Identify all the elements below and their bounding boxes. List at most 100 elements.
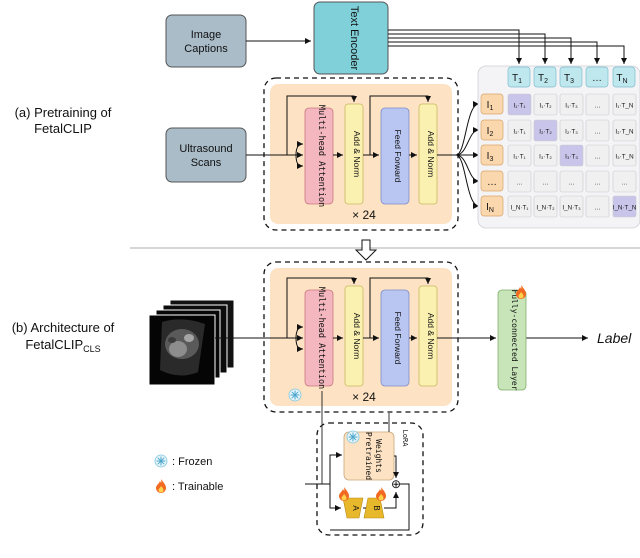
image-token-ellipsis: … (480, 170, 504, 192)
image-token-1: I1 (480, 93, 504, 115)
matrix-cell-label: I₂·T_N (615, 129, 634, 136)
matrix-cell-label: I₁·T₁ (514, 103, 526, 110)
matrix-cell-label: … (594, 103, 600, 110)
fc-layer-box: Fully-connected Layer (497, 285, 527, 391)
matrix-cell (533, 119, 558, 142)
matrix-cell (559, 93, 584, 116)
matrix-cell (507, 170, 532, 193)
matrix-cell (585, 195, 610, 218)
matrix-cell-label: … (594, 154, 600, 161)
ff-label-b: Feed Forward (393, 312, 403, 365)
pretrained-weights-line1: Pretrained (364, 432, 373, 480)
legend-trainable: : Trainable (172, 481, 223, 493)
mha-label-b: Multi-head Attention (316, 287, 326, 389)
matrix-cell-label: … (621, 180, 627, 187)
matrix-cell-label: I₃·T₃ (565, 154, 578, 161)
image-tokens-column: I1 I2 I3 … IN (480, 93, 504, 217)
text-token-2: T2 (533, 66, 557, 88)
matrix-cell-label: I_N·T_N (613, 205, 637, 212)
repeat-label-a: × 24 (352, 208, 376, 222)
image-encoder-a: Multi-head Attention Add & Norm Feed For… (263, 77, 459, 231)
matrix-cell (533, 93, 558, 116)
svg-text:I1: I1 (487, 100, 494, 112)
matrix-cell (533, 170, 558, 193)
add-norm-label-a1: Add & Norm (352, 131, 362, 177)
section-a-label-line1: (a) Pretraining of (15, 105, 112, 120)
svg-text:T2: T2 (538, 73, 548, 85)
matrix-cell (612, 93, 637, 116)
text-token-3: T3 (559, 66, 583, 88)
matrix-cell (533, 195, 558, 218)
ultrasound-line2: Scans (191, 157, 222, 169)
image-token-n: IN (480, 195, 504, 217)
matrix-cell-label: I₂·T₂ (539, 129, 552, 136)
matrix-cell-label: I₃·T₁ (513, 154, 525, 161)
transfer-arrow (354, 239, 378, 261)
text-encoder-label: Text Encoder (348, 6, 360, 71)
matrix-cell (559, 170, 584, 193)
ff-label-a: Feed Forward (393, 130, 403, 183)
svg-text:IN: IN (486, 202, 494, 214)
matrix-cell-label: I_N·T₁ (511, 205, 529, 212)
trainable-legend-icon (156, 479, 166, 493)
matrix-cell-label: I₁·T₃ (565, 103, 578, 110)
svg-text:…: … (592, 73, 602, 84)
legend: : Frozen : Trainable (154, 454, 223, 493)
svg-text:T1: T1 (512, 73, 522, 85)
ultrasound-image-stack (148, 299, 235, 386)
matrix-cell (585, 93, 610, 116)
matrix-cell (533, 144, 558, 167)
image-token-3: I3 (480, 144, 504, 166)
svg-text:I2: I2 (487, 126, 494, 138)
svg-text:T3: T3 (564, 73, 574, 85)
sum-operator: ⊕ (391, 477, 401, 491)
ultrasound-scans-box: Ultrasound Scans (165, 127, 247, 183)
mha-label-a: Multi-head Attention (316, 105, 326, 207)
frozen-weights-icon (346, 430, 360, 444)
add-norm-label-b1: Add & Norm (352, 313, 362, 359)
pretrained-weights-line2: Weights (374, 439, 383, 473)
matrix-cell-label: I₃·T_N (615, 154, 634, 161)
text-token-ellipsis: … (585, 66, 609, 88)
section-b-label-line1: (b) Architecture of (12, 320, 115, 335)
matrix-cell-label: I₂·T₁ (513, 129, 525, 136)
matrix-cell (585, 119, 610, 142)
fc-layer-label: Fully-connected Layer (510, 289, 519, 390)
svg-text:…: … (487, 177, 497, 188)
matrix-cell (612, 144, 637, 167)
trainable-a-icon (339, 487, 349, 501)
section-b-label-line2: FetalCLIPCLS (25, 337, 100, 354)
trainable-b-icon (376, 487, 386, 501)
frozen-legend-icon (154, 454, 168, 468)
matrix-cell-label: … (516, 180, 522, 187)
matrix-cell-label: … (594, 129, 600, 136)
adapter-a-label: A (351, 505, 360, 511)
ultrasound-line1: Ultrasound (179, 143, 232, 155)
image-captions-line1: Image (191, 29, 222, 41)
legend-frozen: : Frozen (172, 456, 212, 468)
matrix-cell-label: I₁·T_N (616, 103, 634, 110)
matrix-cell (612, 195, 637, 218)
matrix-cell-label: … (542, 180, 548, 187)
add-norm-label-b2: Add & Norm (426, 313, 436, 359)
matrix-cell (612, 119, 637, 142)
lora-title: LoRA (401, 430, 409, 448)
image-encoder-b: Multi-head Attention Add & Norm Feed For… (263, 261, 459, 413)
image-token-2: I2 (480, 119, 504, 141)
output-label: Label (597, 330, 632, 346)
add-norm-label-a2: Add & Norm (426, 131, 436, 177)
matrix-cell (507, 144, 532, 167)
matrix-cell (559, 119, 584, 142)
matrix-cell (507, 119, 532, 142)
svg-text:TN: TN (616, 73, 627, 85)
image-captions-box: Image Captions (165, 14, 247, 68)
text-token-1: T1 (507, 66, 531, 88)
matrix-cell-label: … (594, 205, 600, 212)
matrix-cell-label: I₃·T₂ (539, 154, 552, 161)
matrix-cell (559, 195, 584, 218)
matrix-cell (585, 144, 610, 167)
matrix-cell-label: I₁·T₂ (539, 103, 552, 110)
matrix-cell-label: … (594, 180, 600, 187)
matrix-cell-label: I_N·T₃ (562, 205, 581, 212)
